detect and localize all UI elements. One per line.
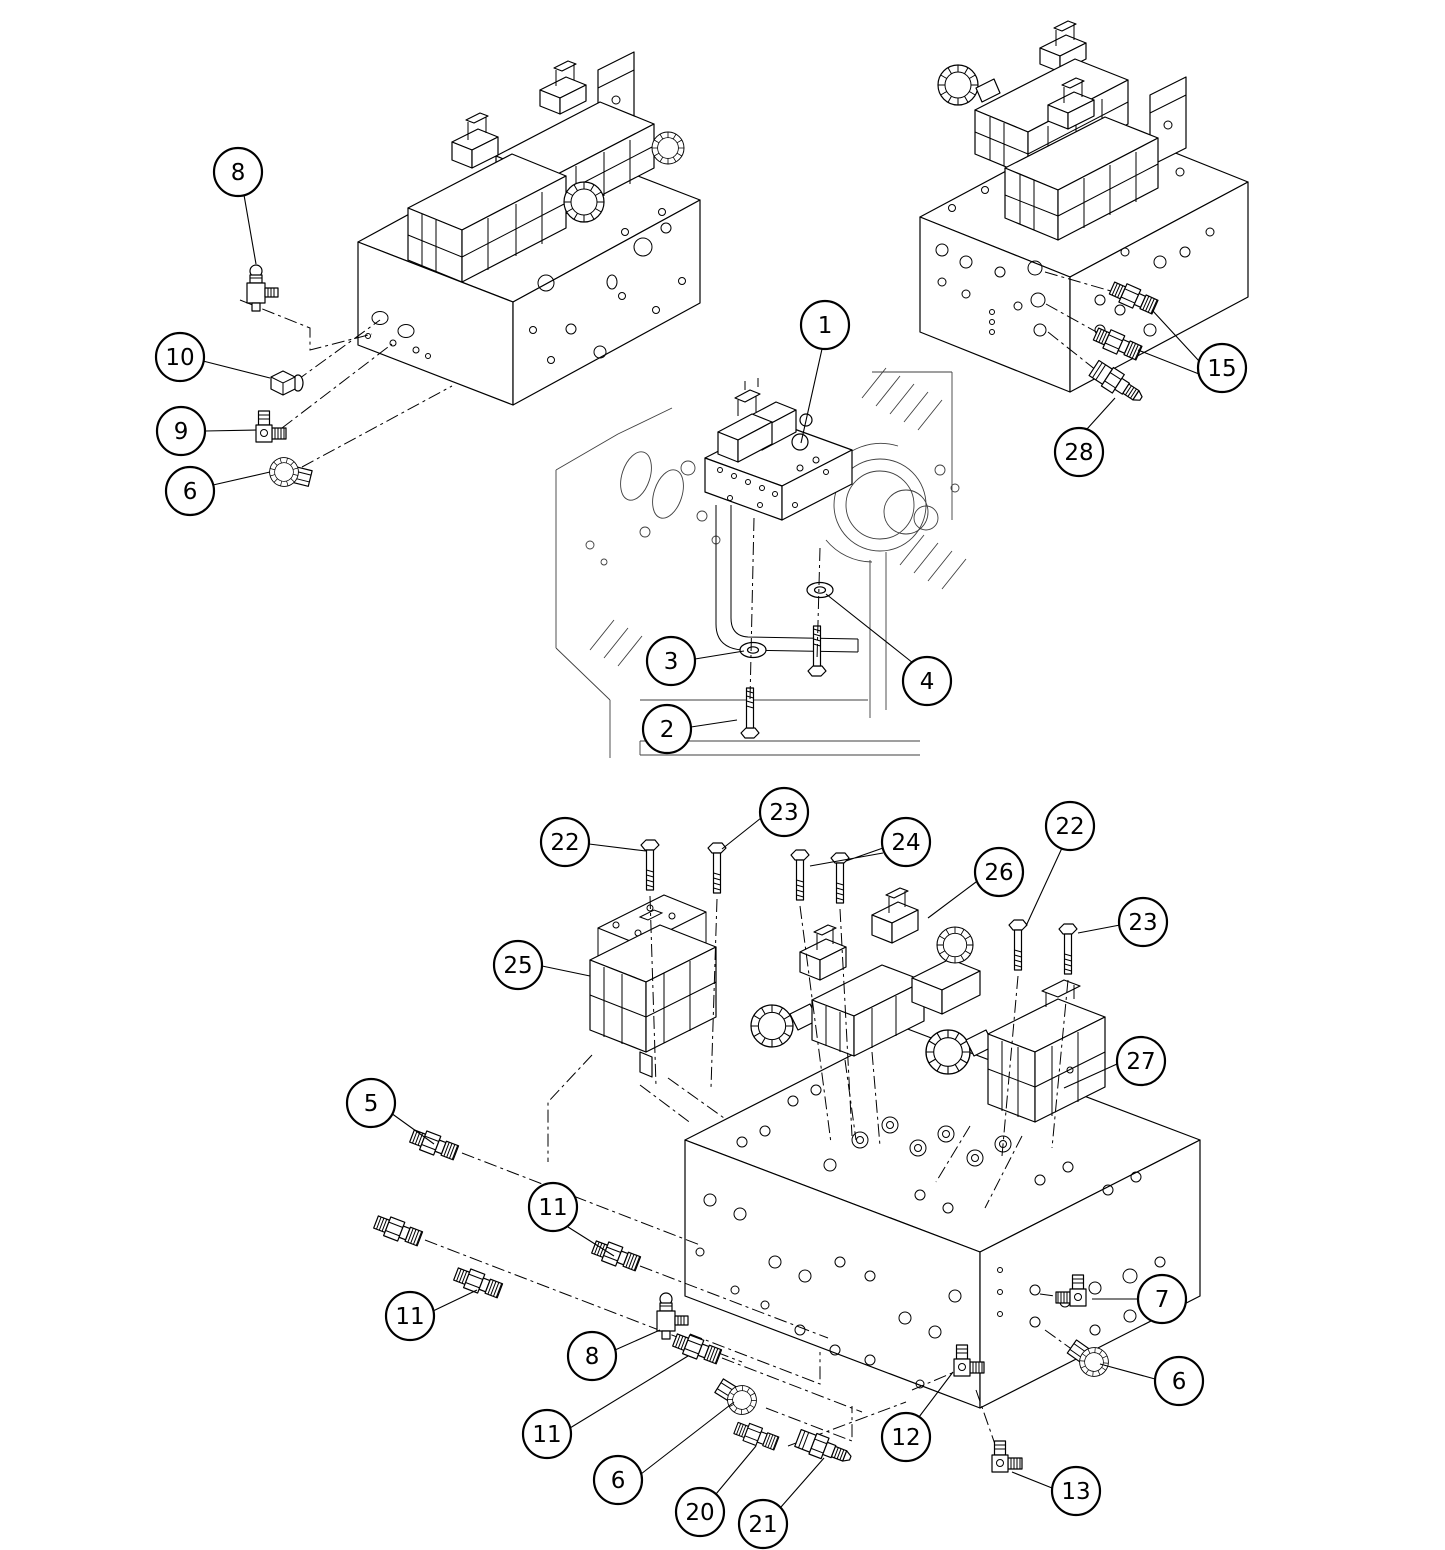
svg-text:20: 20 [685,1500,714,1526]
part-11-fitting [371,1212,425,1249]
callout-7[interactable]: 7 [1136,1273,1188,1325]
part-6-plug [711,1373,761,1419]
callout-13[interactable]: 13 [1050,1465,1102,1517]
part-25-solenoid-valve [589,894,717,1078]
svg-text:5: 5 [364,1091,379,1117]
callout-11-c[interactable]: 11 [521,1408,573,1460]
callout-10[interactable]: 10 [154,331,206,383]
svg-text:28: 28 [1064,440,1093,466]
svg-text:12: 12 [891,1425,920,1451]
callout-24[interactable]: 24 [880,816,932,868]
svg-text:23: 23 [1128,910,1157,936]
svg-text:8: 8 [585,1344,600,1370]
part-5-fitting [407,1126,461,1163]
svg-text:3: 3 [664,649,679,675]
part-9-elbow [255,410,287,443]
svg-text:7: 7 [1155,1287,1170,1313]
part-23-bolt [707,842,727,894]
part-26-solenoid-valve [750,887,981,1057]
svg-text:6: 6 [183,479,198,505]
solenoid-valve-front [407,112,605,283]
part-11-fitting [589,1237,643,1274]
callout-27[interactable]: 27 [1115,1035,1167,1087]
svg-text:6: 6 [1172,1369,1187,1395]
valve-block-assembly-top-right [919,20,1249,393]
part-11-fitting [451,1264,505,1301]
callout-23-b[interactable]: 23 [1117,896,1169,948]
part-3-washer [739,641,767,659]
callout-8-a[interactable]: 8 [212,146,264,198]
callout-4[interactable]: 4 [901,655,953,707]
callout-12[interactable]: 12 [880,1411,932,1463]
callout-11-b[interactable]: 11 [384,1290,436,1342]
callout-11-a[interactable]: 11 [527,1181,579,1233]
valve-block-assembly-top-left [357,51,701,406]
part-22-bolt [1008,919,1028,971]
part-27-solenoid-valve [925,979,1106,1123]
svg-text:15: 15 [1207,356,1236,382]
svg-text:9: 9 [174,419,189,445]
svg-text:2: 2 [660,717,675,743]
part-21-sensor [793,1427,855,1469]
svg-text:22: 22 [550,830,579,856]
svg-text:27: 27 [1126,1049,1155,1075]
callout-20[interactable]: 20 [674,1486,726,1538]
mounting-bracket [715,505,859,653]
callout-5[interactable]: 5 [345,1077,397,1129]
callout-6-a[interactable]: 6 [164,465,216,517]
svg-text:11: 11 [395,1304,424,1330]
part-20-fitting [732,1418,781,1453]
callout-23-a[interactable]: 23 [758,786,810,838]
svg-text:8: 8 [231,160,246,186]
part-23-bolt [1058,923,1078,975]
callout-2[interactable]: 2 [641,703,693,755]
part-6-plug [267,455,314,493]
part-24-bolt [790,849,810,901]
manifold-block-assembly-bottom [589,887,1201,1409]
svg-text:6: 6 [611,1468,626,1494]
part-4-washer [806,581,834,599]
machine-installation-view [704,378,859,739]
svg-text:26: 26 [984,860,1013,886]
callout-1[interactable]: 1 [799,299,851,351]
svg-text:4: 4 [920,669,935,695]
solenoid-valve-front [1004,76,1187,241]
part-8-fitting [656,1292,689,1340]
svg-text:21: 21 [748,1512,777,1538]
svg-text:22: 22 [1055,814,1084,840]
callout-22-b[interactable]: 22 [1044,800,1096,852]
part-13-elbow [991,1440,1023,1473]
callout-9[interactable]: 9 [155,405,207,457]
svg-text:11: 11 [532,1422,561,1448]
part-22-bolt [640,839,660,891]
callout-22-a[interactable]: 22 [539,816,591,868]
callout-25[interactable]: 25 [492,939,544,991]
svg-text:24: 24 [891,830,920,856]
callout-15[interactable]: 15 [1196,342,1248,394]
part-10-plug [270,370,304,396]
callout-26[interactable]: 26 [973,846,1025,898]
callout-8-b[interactable]: 8 [566,1330,618,1382]
svg-text:25: 25 [503,953,532,979]
machine-background-art [555,367,967,758]
callout-6-b[interactable]: 6 [592,1454,644,1506]
callout-21[interactable]: 21 [737,1498,789,1550]
callout-leader-lines [202,194,1200,1508]
svg-text:10: 10 [165,345,194,371]
part-8-fitting [246,264,279,312]
svg-text:11: 11 [538,1195,567,1221]
callout-6-c[interactable]: 6 [1153,1355,1205,1407]
callout-3[interactable]: 3 [645,635,697,687]
part-1-valve-block [704,378,853,521]
callouts: 8 10 9 6 1 3 2 4 15 28 22 23 24 26 22 23… [154,146,1248,1550]
svg-text:1: 1 [818,313,833,339]
callout-28[interactable]: 28 [1053,426,1105,478]
svg-text:13: 13 [1061,1479,1090,1505]
svg-text:23: 23 [769,800,798,826]
